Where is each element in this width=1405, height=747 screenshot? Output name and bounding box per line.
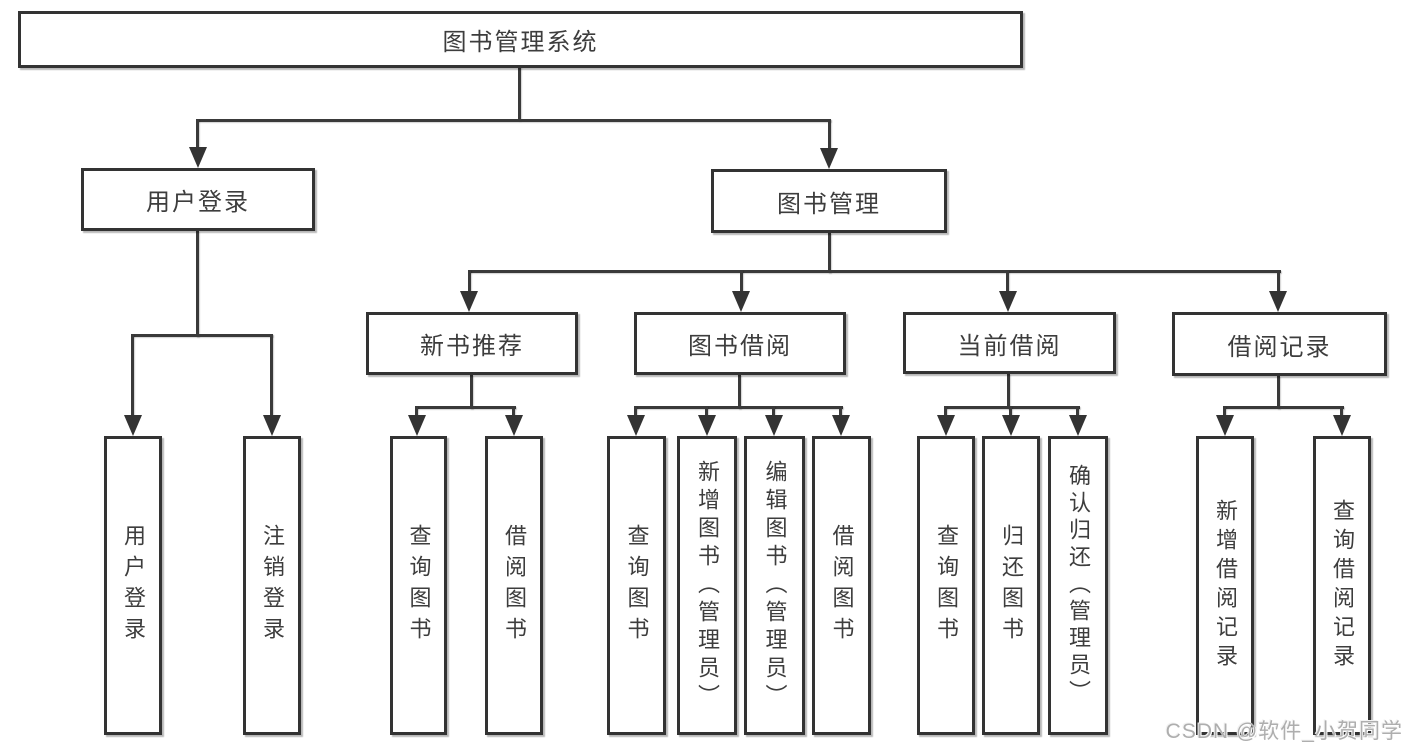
arrowhead-down-icon [627,415,645,436]
leaf-label: 借阅图书 [829,523,855,648]
node-leaf-cb-return: 归还图书 [982,436,1040,735]
node-book-mgmt: 图书管理 [711,169,947,233]
arrowhead-down-icon [937,415,955,436]
connector-stem [839,406,842,418]
connector-stem [1076,406,1079,418]
node-book-borrow-label: 图书借阅 [688,333,792,360]
connector-stem [740,270,743,293]
node-leaf-br-query: 查询借阅记录 [1313,436,1371,735]
arrowhead-down-icon [1216,415,1234,436]
connector-rail [1223,406,1344,409]
node-book-borrow: 图书借阅 [634,312,846,375]
arrowhead-down-icon [1069,415,1087,436]
leaf-label: 借阅图书 [502,523,527,648]
connector-stem [1277,270,1280,293]
arrowhead-down-icon [999,291,1017,312]
csdn-watermark: CSDN @软件_小贺同学 [1165,720,1403,743]
leaf-label: 归还图书 [999,523,1024,648]
node-borrow-records: 借阅记录 [1172,312,1387,376]
connector-rail [415,406,516,409]
connector-stem [512,406,515,418]
arrowhead-down-icon [732,291,750,312]
connector-user-login-down [196,231,199,337]
connector-stem [634,406,637,418]
node-leaf-nbr-borrow: 借阅图书 [485,436,543,735]
connector-rail [944,406,1080,409]
connector-new-book-rec-down [470,375,473,409]
node-leaf-bb-query: 查询图书 [607,436,666,735]
leaf-label: 编辑图书（管理员） [762,459,788,712]
node-leaf-bb-add: 新增图书（管理员） [677,436,737,735]
connector-stem [270,334,273,418]
arrowhead-down-icon [263,415,281,436]
connector-stem [468,270,471,293]
connector-stem [415,406,418,418]
arrowhead-down-icon [698,415,716,436]
leaf-label: 查询图书 [934,523,959,648]
node-user-login-label: 用户登录 [146,189,250,216]
connector-book-mgmt-stem [828,119,831,150]
connector-current-borrow-down [1007,374,1010,409]
arrowhead-down-icon [1269,291,1287,312]
connector-user-login-stem [196,119,199,150]
arrowhead-down-icon [505,415,523,436]
leaf-label: 查询图书 [624,523,650,648]
node-new-book-rec-label: 新书推荐 [420,333,524,360]
connector-rail [634,406,843,409]
node-book-mgmt-label: 图书管理 [777,190,881,218]
arrowhead-down-icon [1002,415,1020,436]
connector-stem [1009,406,1012,418]
node-leaf-user-login: 用户登录 [104,436,162,735]
node-leaf-bb-borrow: 借阅图书 [812,436,871,735]
connector-level3-rail [468,270,1281,273]
arrowhead-down-icon [189,147,207,168]
connector-borrow-records-down [1277,376,1280,409]
connector-stem [944,406,947,418]
arrowhead-down-icon [124,415,142,436]
arrowhead-down-icon [1333,415,1351,436]
node-root: 图书管理系统 [18,11,1023,68]
connector-stem [705,406,708,418]
arrowhead-down-icon [460,291,478,312]
connector-stem [1340,406,1343,418]
leaf-label: 确认归还（管理员） [1066,464,1091,707]
connector-book-mgmt-down [828,233,831,273]
leaf-label: 新增图书（管理员） [695,459,720,712]
leaf-label: 查询图书 [406,523,432,648]
leaf-label: 查询借阅记录 [1330,498,1355,673]
node-user-login: 用户登录 [81,168,315,231]
node-leaf-br-add: 新增借阅记录 [1196,436,1254,735]
connector-user-login-rail [131,334,273,337]
leaf-label: 注销登录 [260,523,285,648]
connector-stem [1223,406,1226,418]
arrowhead-down-icon [832,415,850,436]
node-leaf-cb-query: 查询图书 [917,436,975,735]
arrowhead-down-icon [765,415,783,436]
connector-stem [1006,270,1009,293]
leaf-label: 用户登录 [121,523,146,648]
node-root-label: 图书管理系统 [442,29,599,56]
node-leaf-logout: 注销登录 [243,436,301,735]
connector-level2-rail [196,119,831,122]
node-leaf-bb-edit: 编辑图书（管理员） [744,436,805,735]
connector-stem [131,334,134,418]
node-new-book-rec: 新书推荐 [366,312,578,375]
node-leaf-nbr-query: 查询图书 [390,436,447,735]
node-leaf-cb-confirm: 确认归还（管理员） [1048,436,1108,735]
connector-book-borrow-down [738,375,741,409]
node-borrow-records-label: 借阅记录 [1227,333,1332,361]
connector-stem [772,406,775,418]
node-current-borrow-label: 当前借阅 [957,332,1062,360]
connector-root-stem [518,65,521,121]
arrowhead-down-icon [408,415,426,436]
node-current-borrow: 当前借阅 [903,312,1116,374]
leaf-label: 新增借阅记录 [1213,498,1238,673]
arrowhead-down-icon [820,148,838,169]
